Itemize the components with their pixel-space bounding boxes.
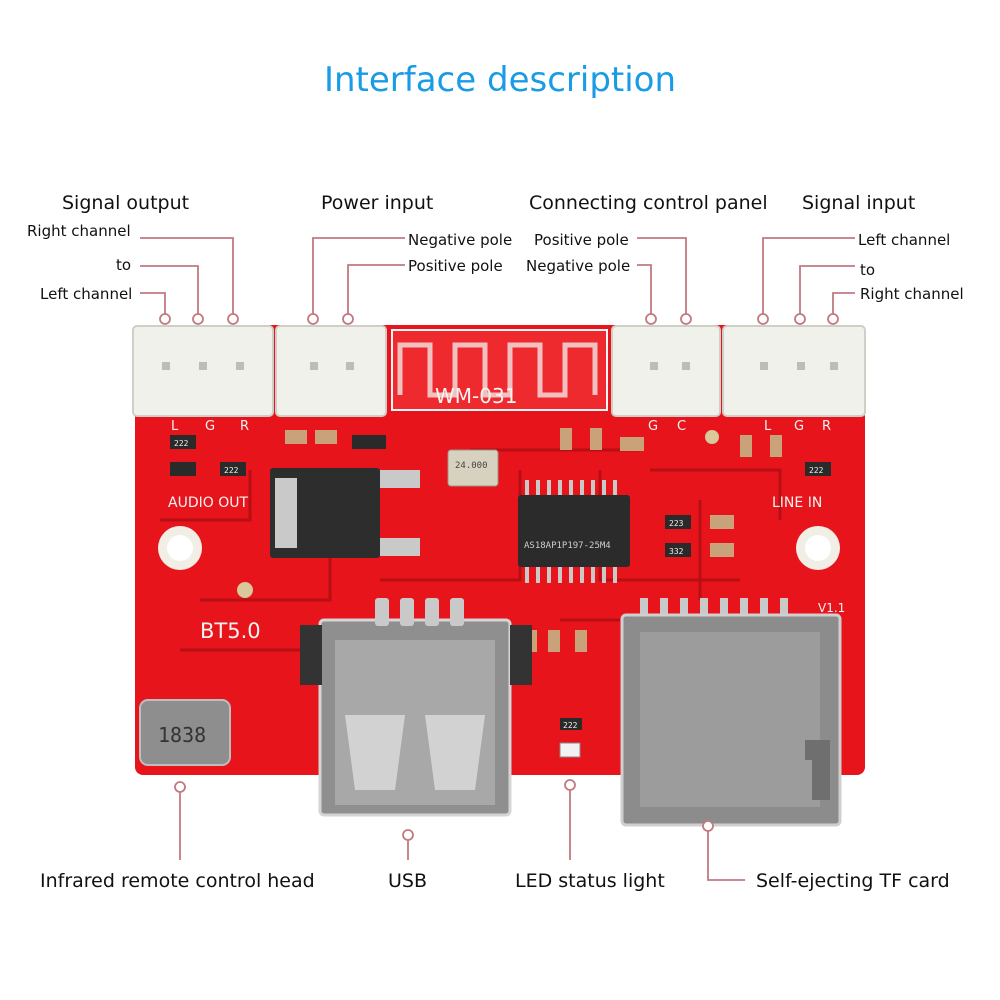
label-so-to: to (116, 256, 132, 274)
r-code-4: 332 (669, 547, 684, 556)
silk-line-in: LINE IN (772, 495, 822, 511)
silk-version: V1.1 (818, 601, 845, 615)
silk-in-l: L (764, 419, 772, 434)
label-pi-neg: Negative pole (408, 231, 513, 249)
line-in-connector (722, 325, 866, 417)
crystal-label: 24.000 (455, 461, 488, 471)
silk-in-r: R (822, 419, 831, 434)
r-code-5: 222 (809, 466, 824, 475)
r-code-1: 222 (174, 439, 189, 448)
r-code-3: 223 (669, 519, 684, 528)
label-tf-card: Self-ejecting TF card (756, 870, 950, 892)
chip-pins (525, 480, 617, 583)
leader-lines (140, 237, 855, 881)
silk-audio-out: AUDIO OUT (168, 495, 248, 511)
label-usb: USB (388, 870, 428, 892)
ir-code: 1838 (158, 723, 206, 747)
r-code-2: 222 (224, 466, 239, 475)
label-si-left: Left channel (858, 231, 951, 249)
voltage-regulator (270, 468, 380, 558)
label-si-to: to (860, 261, 876, 279)
silk-out-g: G (205, 419, 215, 434)
page-title: Interface description (323, 60, 677, 100)
silk-in-g: G (794, 419, 804, 434)
control-connector (611, 325, 721, 417)
power-connector (275, 325, 387, 417)
tf-pins (640, 598, 788, 620)
label-so-right: Right channel (27, 222, 131, 240)
silk-g: G (648, 419, 658, 434)
label-pi-pos: Positive pole (408, 257, 503, 275)
chip-label: AS18AP1P197-25M4 (524, 541, 611, 551)
label-power-input: Power input (321, 192, 434, 214)
audio-out-connector (132, 325, 274, 417)
leader-markers (159, 313, 839, 841)
smd-capacitors (285, 428, 782, 652)
silk-c: C (677, 419, 686, 434)
main-chip (518, 495, 630, 567)
antenna-trace (397, 342, 598, 398)
label-cp-neg: Negative pole (526, 257, 631, 275)
silk-out-r: R (240, 419, 249, 434)
label-control-panel: Connecting control panel (529, 192, 768, 214)
ir-receiver (139, 699, 231, 766)
silk-bt: BT5.0 (200, 619, 261, 643)
label-led: LED status light (515, 870, 665, 892)
label-signal-input: Signal input (802, 192, 916, 214)
silk-out-l: L (171, 419, 179, 434)
antenna-label: WM-031 (435, 384, 517, 408)
label-si-right: Right channel (860, 285, 964, 303)
label-signal-output: Signal output (62, 192, 190, 214)
crystal-oscillator (447, 449, 499, 487)
label-cp-pos: Positive pole (534, 231, 629, 249)
led-status (559, 742, 581, 758)
label-ir-head: Infrared remote control head (40, 870, 315, 892)
label-so-left: Left channel (40, 285, 133, 303)
smd-resistors (170, 435, 831, 730)
r-code-6: 222 (563, 721, 578, 730)
